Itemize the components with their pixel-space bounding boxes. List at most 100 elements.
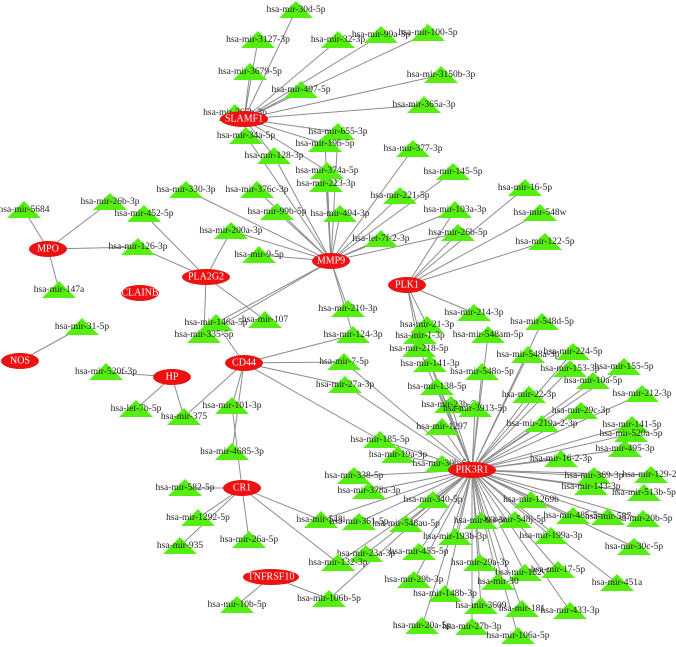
mirna-node[interactable]: hsa-mir-451a [592, 574, 643, 591]
mirna-node[interactable]: hsa-mir-214-3p [445, 304, 504, 321]
mirna-node[interactable]: hsa-mir-101-3p [203, 397, 262, 414]
mirna-node[interactable]: hsa-mir-587 [585, 508, 631, 525]
mirna-node[interactable]: hsa-mir-30 [477, 573, 519, 590]
mirna-node[interactable]: hsa-mir-147a [34, 281, 85, 298]
mirna-node[interactable]: hsa-mir-10a-5p [564, 372, 623, 389]
mirna-node[interactable]: hsa-mir-340-5p [404, 491, 463, 508]
gene-node[interactable]: MMP9 [312, 253, 350, 269]
gene-node[interactable]: SLAMF1 [220, 111, 268, 127]
mirna-node[interactable]: hsa-mir-148b-3p [413, 585, 477, 602]
mirna-node[interactable]: hsa-mir-181 [499, 600, 545, 617]
mirna-node[interactable]: hsa-mir-16-5p [498, 179, 552, 196]
mirna-node[interactable]: hsa-mir-93-5p [454, 512, 508, 529]
mirna-node[interactable]: hsa-mir-200a-3p [199, 222, 263, 239]
gene-node[interactable]: MPO [29, 241, 67, 257]
mirna-node[interactable]: hsa-mir-10b-5p [208, 596, 267, 613]
mirna-node[interactable]: hsa-mir-30d-5p [267, 1, 326, 18]
mirna-node[interactable]: hsa-mir-122-5p [516, 233, 575, 250]
mirna-node[interactable]: hsa-mir-3127-3p [226, 31, 290, 48]
gene-node[interactable]: PLK1 [388, 277, 426, 293]
gene-node[interactable]: PLA2G2 [182, 269, 230, 285]
mirna-node[interactable]: hsa-mir-212-3p [613, 385, 672, 402]
mirna-node[interactable]: hsa-mir-935 [157, 537, 203, 554]
mirna-node[interactable]: hsa-mir-143-3p [562, 478, 621, 495]
mirna-node[interactable]: hsa-mir-3679-5p [218, 63, 282, 80]
mirna-node[interactable]: hsa-mir-34a-5p [217, 127, 276, 144]
mirna-node[interactable]: hsa-mir-3150b-3p [407, 66, 476, 83]
mirna-node[interactable]: hsa-mir-548w [513, 204, 567, 221]
mirna-node[interactable]: hsa-mir-376c-3p [225, 181, 289, 198]
mirna-node[interactable]: hsa-mir-335-5p [175, 326, 234, 343]
mirna-node[interactable]: hsa-mir-26b-5p [429, 224, 488, 241]
mirna-node[interactable]: hsa-mir-582-5p [156, 479, 215, 496]
gene-node[interactable]: TNFRSF10 [243, 569, 299, 585]
mirna-node[interactable]: hsa-mir-1-3p [395, 327, 445, 344]
mirna-node[interactable]: hsa-mir-375 [161, 408, 207, 425]
mirna-node[interactable]: hsa-mir-195-5p [296, 135, 355, 152]
mirna-node[interactable]: hsa-mir-129-2- [622, 466, 676, 483]
mirna-node[interactable]: hsa-mir-103a-3p [423, 201, 487, 218]
mirna-node[interactable]: hsa-mir-520f-3p [75, 363, 137, 380]
mirna-node[interactable]: hsa-mir-378a-3p [337, 482, 401, 499]
mirna-node[interactable]: hsa-mir-27a-3p [316, 376, 375, 393]
gene-node[interactable]: CLAINB [121, 285, 159, 301]
mirna-node[interactable]: hsa-mir-548a-3p [496, 346, 560, 363]
mirna-node[interactable]: hsa-mir-16-2-3p [530, 450, 592, 467]
mirna-node[interactable]: hsa-mir-3609 [456, 597, 507, 614]
mirna-node[interactable]: hsa-mir-7-5p [319, 353, 369, 370]
mirna-node[interactable]: hsa-mir-455-5p [390, 543, 449, 560]
mirna-node[interactable]: hsa-mir-19a-3p [369, 446, 428, 463]
gene-node[interactable]: HP [153, 369, 191, 385]
mirna-node[interactable]: hsa-mir-146a-5p [184, 314, 248, 331]
mirna-node[interactable]: hsa-mir-1292-5p [166, 509, 230, 526]
mirna-node[interactable]: hsa-mir-1269b [503, 491, 559, 508]
mirna-node[interactable]: hsa-let-7f-2-3p [353, 230, 410, 247]
mirna-node[interactable]: hsa-mir-126-3p [109, 238, 168, 255]
mirna-node[interactable]: hsa-let-7b-5p [111, 400, 162, 417]
mirna-node[interactable]: hsa-mir-185-5p [351, 431, 410, 448]
mirna-node[interactable]: hsa-mir-26b-3p [81, 193, 140, 210]
mirna-node[interactable]: hsa-mir-4685-3p [200, 443, 264, 460]
mirna-node[interactable]: hsa-mir-223-3p [297, 175, 356, 192]
mirna-node[interactable]: hsa-mir-497-5p [272, 81, 331, 98]
mirna-node[interactable]: hsa-mir-132-3p [309, 554, 368, 571]
gene-node[interactable]: PIK3R1 [448, 462, 496, 478]
mirna-node[interactable]: hsa-mir-107 [242, 311, 288, 328]
mirna-node[interactable]: hsa-mir-199a-3p [519, 527, 583, 544]
mirna-node[interactable]: hsa-mir-210-3p [319, 300, 378, 317]
mirna-node[interactable]: hsa-mir-141-3p [401, 355, 460, 372]
mirna-node[interactable]: hsa-mir-29b-3p [385, 571, 444, 588]
mirna-node[interactable]: hsa-mir-155-5p [595, 358, 654, 375]
mirna-node[interactable]: hsa-mir-31-5p [55, 318, 109, 335]
mirna-node[interactable]: hsa-mir-548o-5p [450, 363, 514, 380]
mirna-node[interactable]: hsa-mir-153-3p [541, 360, 600, 377]
mirna-node[interactable]: hsa-mir-99a-5p [352, 26, 411, 43]
mirna-node[interactable]: hsa-mir-361-5p [330, 513, 389, 530]
mirna-node[interactable]: hsa-mir-433-3p [541, 602, 600, 619]
mirna-node[interactable]: hsa-mir-29c-3p [552, 402, 611, 419]
mirna-node[interactable]: hsa-mir-32-3p [311, 31, 365, 48]
mirna-node[interactable]: hsa-mir-30c-5p [605, 538, 664, 555]
mirna-node[interactable]: hsa-mir-338-5p [325, 467, 384, 484]
mirna-node[interactable]: hsa-mir-193b-3p [423, 528, 487, 545]
gene-node[interactable]: NOS [1, 353, 39, 369]
mirna-node[interactable]: hsa-mir-17-5p [531, 561, 585, 578]
mirna-node[interactable]: hsa-mir-141-5p [603, 416, 662, 433]
mirna-node[interactable]: hsa-mir-23b-3p [422, 396, 481, 413]
mirna-node[interactable]: hsa-mir-124-3p [324, 326, 383, 343]
mirna-node[interactable]: hsa-mir-548au-5p [372, 515, 440, 532]
mirna-node[interactable]: hsa-mir-106a-5p [486, 627, 550, 644]
mirna-node[interactable]: hsa-mir-221-5p [371, 187, 430, 204]
mirna-node[interactable]: hsa-mir-106b-5p [297, 590, 361, 607]
mirna-node[interactable]: hsa-mir-23a-3p [337, 545, 396, 562]
mirna-node[interactable]: hsa-mir-495-3p [596, 440, 655, 457]
mirna-node[interactable]: hsa-mir-513b-5p [612, 484, 676, 501]
mirna-node[interactable]: hsa-mir-548am-5p [453, 326, 524, 343]
mirna-node[interactable]: hsa-mir-3913-5p [443, 400, 507, 417]
mirna-node[interactable]: hsa-mir-138-5p [408, 378, 467, 395]
mirna-node[interactable]: hsa-mir-20b-5p [614, 510, 673, 527]
mirna-node[interactable]: hsa-mir-99b-5p [248, 203, 307, 220]
mirna-node[interactable]: hsa-mir-377-3p [384, 140, 443, 157]
mirna-node[interactable]: hsa-mir-27b-3p [443, 618, 502, 635]
mirna-node[interactable]: hsa-mir-485-5p [544, 507, 603, 524]
